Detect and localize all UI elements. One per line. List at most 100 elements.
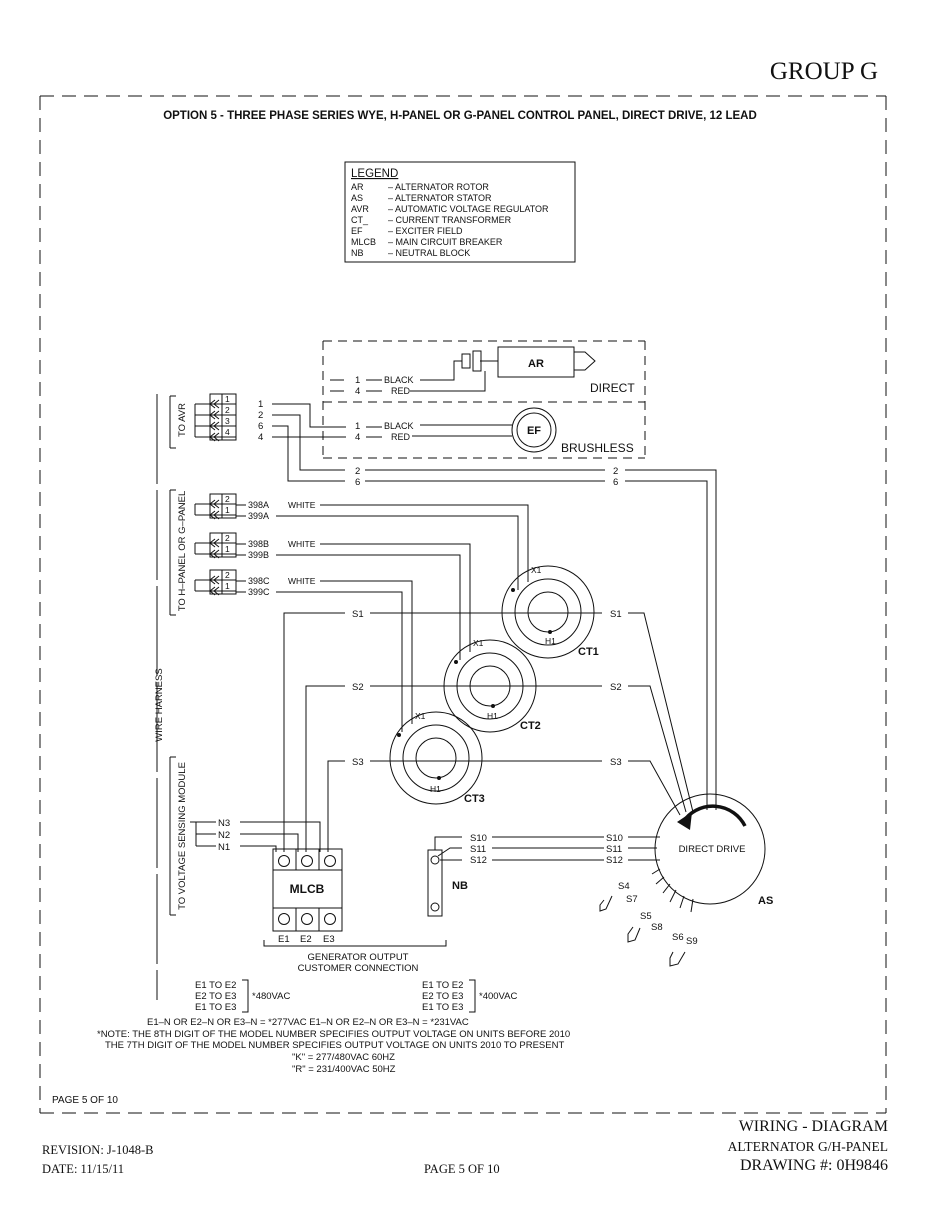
direct-wire-color: RED: [391, 386, 411, 396]
brushless-label: BRUSHLESS: [561, 441, 634, 455]
panel-wire-399c: 399C: [248, 587, 270, 597]
legend-text: – ALTERNATOR ROTOR: [388, 182, 489, 192]
panel-wire-399a: 399A: [248, 511, 269, 521]
legend-text: – MAIN CIRCUIT BREAKER: [388, 237, 503, 247]
legend-abbr: EF: [351, 226, 363, 236]
ct3-h1: H1: [430, 784, 441, 794]
wire-6-label: 6: [613, 477, 618, 488]
footer-page-label: PAGE 5 OF 10: [424, 1162, 500, 1176]
n2-label: N2: [218, 830, 230, 841]
panel-wire-labels: 398A WHITE 399A 398B WHITE 399B 398C WHI…: [248, 500, 316, 597]
brushless-wire-color: BLACK: [384, 421, 414, 431]
panel-pin: 2: [225, 494, 230, 504]
alternator-rotor: [410, 346, 596, 392]
note-line: E2 TO E3: [422, 991, 463, 1002]
panel-wire-398b: 398B: [248, 539, 269, 549]
s1-label: S1: [610, 609, 622, 620]
direct-wire-number: 4: [355, 386, 360, 397]
note-line: E1 TO E2: [422, 980, 463, 991]
note-voltage: *400VAC: [479, 991, 518, 1002]
panel-pin: 2: [225, 533, 230, 543]
note-line: E1 TO E3: [195, 1002, 236, 1013]
brushless-wire-color: RED: [391, 432, 411, 442]
ct-secondary-wires: [236, 504, 529, 732]
panel-pin: 2: [225, 570, 230, 580]
panel-pin-labels: 2 1 2 1 2 1: [225, 494, 230, 591]
note-line: "K" = 277/480VAC 60HZ: [292, 1052, 395, 1063]
legend-abbr: AVR: [351, 204, 369, 214]
avr-pin: 2: [225, 405, 230, 415]
legend-text: – EXCITER FIELD: [388, 226, 463, 236]
ct3: [389, 711, 483, 805]
footer-drawing-number: DRAWING #: 0H9846: [739, 1157, 888, 1174]
main-circuit-breaker: [272, 848, 343, 932]
as-label: AS: [758, 895, 773, 907]
panel-pin: 1: [225, 544, 230, 554]
legend-abbr: AS: [351, 193, 363, 203]
to-panel-label: TO H–PANEL OR G–PANEL: [177, 491, 188, 612]
avr-pin: 1: [225, 394, 230, 404]
s1-label: S1: [352, 609, 364, 620]
alternator-stator: [599, 793, 766, 967]
direct-wire-number: 1: [355, 375, 360, 386]
legend-text: – NEUTRAL BLOCK: [388, 248, 470, 258]
wire-harness: WIRE HARNESS TO AVR TO H–PANEL OR G–PANE…: [154, 394, 188, 1000]
ct1-h1: H1: [545, 636, 556, 646]
voltage-notes: E1 TO E2 E2 TO E3 E1 TO E3 *480VAC E1 TO…: [97, 979, 570, 1075]
panel-pin: 1: [225, 505, 230, 515]
legend-box: LEGEND AR – ALTERNATOR ROTOR AS – ALTERN…: [344, 161, 576, 263]
s12-label: S12: [606, 855, 623, 866]
ct2-x1: X1: [473, 638, 484, 648]
to-avr-label: TO AVR: [177, 403, 188, 437]
ct1: [501, 565, 595, 659]
note-voltage: *480VAC: [252, 991, 291, 1002]
revision-text: REVISION: J-1048-B: [42, 1143, 154, 1157]
s4-label: S4: [618, 881, 630, 892]
note-line: E2 TO E3: [195, 991, 236, 1002]
legend-abbr: MLCB: [351, 237, 376, 247]
ct2-label: CT2: [520, 720, 541, 732]
avr-pin: 4: [225, 427, 230, 437]
panel-wire-color: WHITE: [288, 576, 316, 586]
panel-pin: 1: [225, 581, 230, 591]
inner-page-label: PAGE 5 OF 10: [52, 1095, 118, 1106]
brushless-wire-number: 4: [355, 432, 360, 443]
s6-label: S6: [672, 932, 684, 943]
neutral-block: [427, 836, 660, 917]
legend-text: – CURRENT TRANSFORMER: [388, 215, 512, 225]
rotor-option-box: [322, 340, 646, 459]
s3-label: S3: [352, 757, 364, 768]
stator-output-wires: [283, 612, 694, 852]
note-line: E1–N OR E2–N OR E3–N = *277VAC E1–N OR E…: [147, 1017, 469, 1028]
avr-pin-labels: 1 2 3 4 1 2 6 4: [225, 394, 263, 443]
s3-label: S3: [610, 757, 622, 768]
avr-wires: [272, 403, 345, 482]
direct-wire-dashes: [330, 379, 382, 392]
direct-wire-color: BLACK: [384, 375, 414, 385]
footer-subtitle: ALTERNATOR G/H-PANEL: [727, 1139, 888, 1154]
s11-label: S11: [606, 844, 622, 855]
avr-wire-number: 2: [258, 410, 263, 421]
footer-title: WIRING - DIAGRAM: [738, 1118, 888, 1135]
exciter-field: [340, 407, 557, 453]
nb-label: NB: [452, 880, 468, 892]
legend-text: – AUTOMATIC VOLTAGE REGULATOR: [388, 204, 549, 214]
wire-2-label: 2: [613, 466, 618, 477]
note-line: THE 7TH DIGIT OF THE MODEL NUMBER SPECIF…: [105, 1040, 564, 1051]
customer-connection-label: CUSTOMER CONNECTION: [298, 963, 419, 974]
panel-wire-color: WHITE: [288, 500, 316, 510]
e1-label: E1: [278, 934, 290, 945]
direct-drive-label: DIRECT DRIVE: [679, 844, 746, 855]
s7-label: S7: [626, 894, 638, 905]
panel-wire-color: WHITE: [288, 539, 316, 549]
wire-2-label: 2: [355, 466, 360, 477]
panel-connectors: [194, 493, 237, 596]
output-bracket: [263, 940, 447, 947]
n3-label: N3: [218, 818, 230, 829]
panel-wire-399b: 399B: [248, 550, 269, 560]
s11-label: S11: [470, 844, 486, 855]
legend-text: – ALTERNATOR STATOR: [388, 193, 492, 203]
s10-label: S10: [470, 833, 487, 844]
legend-abbr: NB: [351, 248, 364, 258]
